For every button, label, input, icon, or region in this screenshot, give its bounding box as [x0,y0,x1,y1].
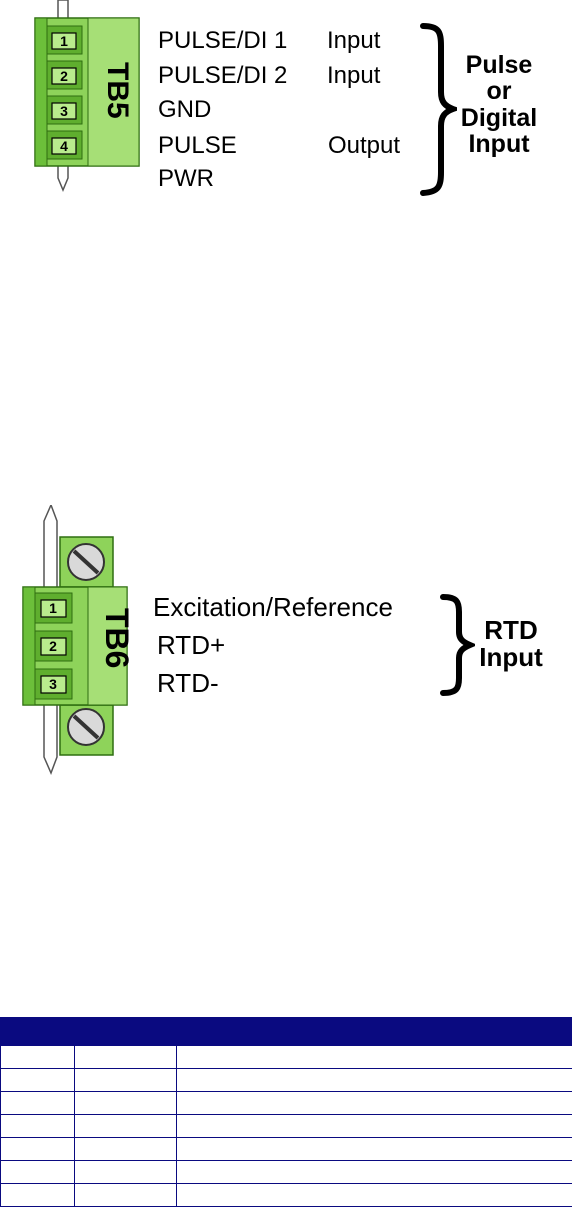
tb5-connector: 1 2 3 4 [0,0,160,200]
tb5-pin-slot: 3 [47,96,82,124]
table-cell [177,1092,572,1115]
table-cell [177,1069,572,1092]
tb6-signal-3: RTD- [157,670,219,696]
tb6-group-label: RTD Input [466,617,556,672]
tb5-label: TB5 [96,62,132,114]
tb6-pin-slot: 2 [35,631,72,661]
table-header-cell [75,1018,572,1046]
table-row [1,1115,572,1138]
table-cell [177,1046,572,1069]
table-header-row [1,1018,572,1046]
tb6-group-line: RTD [466,617,556,644]
tb5-direction-1: Input [327,29,380,53]
table-row [1,1092,572,1115]
table-row [1,1138,572,1161]
tb6-signal-2: RTD+ [157,632,225,658]
table-cell [1,1161,75,1184]
tb5-pin-number: 1 [60,33,68,49]
tb5-pin-number: 4 [60,138,68,154]
table-cell [75,1046,177,1069]
tb5-group-line: Pulse [449,52,549,78]
tb5-signal-3: GND [158,98,211,122]
table-header-cell [1,1018,75,1046]
tb6-label: TB6 [95,608,133,664]
table-cell [1,1138,75,1161]
tb5-pin-slot: 1 [47,26,82,54]
table-row [1,1184,572,1207]
tb6-signal-1: Excitation/Reference [153,594,393,620]
tb5-group-line: Digital [449,105,549,131]
tb6-pin-slot: 3 [35,669,72,699]
table-cell [75,1161,177,1184]
tb6-pin-number: 3 [49,676,57,692]
table-cell [75,1138,177,1161]
tb5-direction-2: Input [327,64,380,88]
tb5-pin-number: 2 [60,68,68,84]
table-cell [75,1092,177,1115]
tb6-pin-number: 2 [49,638,57,654]
tb5-signal-4: PULSE [158,134,237,158]
table-cell [75,1069,177,1092]
table-cell [177,1161,572,1184]
table-cell [1,1069,75,1092]
table-cell [1,1115,75,1138]
table-row [1,1046,572,1069]
table-cell [177,1115,572,1138]
table-cell [1,1092,75,1115]
tb6-group-line: Input [466,644,556,671]
tb5-pin-number: 3 [60,103,68,119]
tb5-direction-4: Output [328,134,400,158]
table-row [1,1069,572,1092]
tb5-group-label: Pulse or Digital Input [449,52,549,157]
table-cell [75,1115,177,1138]
tb5-signal-2: PULSE/DI 2 [158,64,287,88]
tb6-pin-number: 1 [49,600,57,616]
tb5-signal-1: PULSE/DI 1 [158,29,287,53]
table-cell [1,1184,75,1207]
table-cell [1,1046,75,1069]
table-cell [75,1184,177,1207]
tb5-pin-slot: 2 [47,61,82,89]
tb5-pin-slot: 4 [47,131,82,159]
tb5-signal-5: PWR [158,167,214,191]
table-cell [177,1138,572,1161]
tb5-group-line: or [449,78,549,104]
table-cell [177,1184,572,1207]
tb6-connector: 1 2 3 [0,505,160,780]
blank-table [0,1017,572,1207]
tb5-group-line: Input [449,131,549,157]
table-row [1,1161,572,1184]
tb6-pin-slot: 1 [35,593,72,623]
